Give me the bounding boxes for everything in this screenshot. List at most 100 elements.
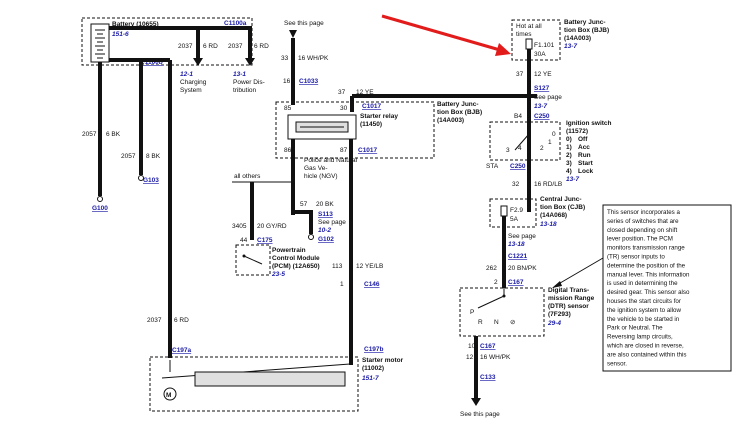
see-this-page-top: See this page bbox=[284, 20, 324, 27]
dtr-title-l4: (7F293) bbox=[548, 311, 571, 318]
connector-c197b[interactable]: C197b bbox=[364, 346, 384, 353]
connector-c250-top[interactable]: C250 bbox=[534, 113, 550, 120]
note-line: determine the position of the bbox=[607, 262, 686, 269]
note-line: closed depending on shift bbox=[607, 227, 677, 234]
connector-c146[interactable]: C146 bbox=[364, 281, 380, 288]
bjb-w37: 37 bbox=[516, 71, 524, 78]
charging-l1: Charging bbox=[180, 79, 207, 86]
relay-title-l1: Starter relay bbox=[360, 113, 398, 120]
wire-2057a-num: 2057 bbox=[82, 131, 97, 138]
bjb-hot-l2: times bbox=[516, 31, 532, 38]
bjb-hot-l1: Hot at all bbox=[516, 23, 542, 30]
ign-s4: Lock bbox=[578, 168, 594, 175]
starter-motor-symbol bbox=[163, 387, 177, 401]
note-line: series of switches that are bbox=[607, 218, 679, 225]
wire-262-color: 20 BN/PK bbox=[508, 265, 537, 272]
bjb-mid-title-l3: (14A003) bbox=[437, 117, 464, 124]
connector-c250-bottom[interactable]: C250 bbox=[510, 163, 526, 170]
ground-g102-symbol bbox=[308, 234, 314, 240]
ignition-switch-box[interactable] bbox=[489, 121, 561, 161]
s113-see-page: See page bbox=[318, 219, 346, 226]
ign-n3: 3 bbox=[506, 147, 510, 154]
splice-s127[interactable]: S127 bbox=[534, 85, 550, 92]
dtr-pin-12: 12 bbox=[466, 354, 474, 361]
ign-p0: 0) bbox=[566, 136, 572, 143]
bjb-mid-w37-color: 12 YE bbox=[356, 89, 374, 96]
connector-c167-top[interactable]: C167 bbox=[508, 279, 524, 286]
note-pointer-line bbox=[554, 257, 604, 287]
note-line: lever position. The PCM bbox=[607, 236, 673, 243]
note-line: manual lever. This information bbox=[607, 271, 690, 278]
dtr-see-this-page: See this page bbox=[460, 411, 500, 418]
dtr-sensor-box[interactable] bbox=[459, 287, 545, 337]
battery-symbol bbox=[90, 23, 110, 63]
bjb-fuse: F1.101 bbox=[534, 42, 555, 49]
bjb-right-title-l2: tion Box (BJB) bbox=[564, 27, 609, 34]
relay-pin-30: 30 bbox=[340, 105, 348, 112]
starter-motor-box[interactable] bbox=[149, 356, 359, 412]
connector-c1100b[interactable]: C1100b bbox=[140, 59, 163, 66]
note-box bbox=[602, 204, 732, 372]
ground-g100[interactable]: G100 bbox=[92, 205, 108, 212]
pcm-l3: (PCM) (12A650) bbox=[272, 263, 320, 270]
pcm-l1: Powertrain bbox=[272, 247, 306, 254]
s127-ref: 13-7 bbox=[534, 103, 547, 110]
splice-s113[interactable]: S113 bbox=[318, 211, 333, 218]
connector-c167-bottom[interactable]: C167 bbox=[480, 343, 496, 350]
ign-pin-b4: B4 bbox=[514, 113, 522, 120]
pcm-dashed-box[interactable] bbox=[235, 244, 271, 276]
connector-c1017-bottom[interactable]: C1017 bbox=[358, 147, 378, 154]
wire-113-num: 113 bbox=[332, 263, 343, 270]
note-line: are also contained within this bbox=[607, 351, 686, 358]
dtr-contact-arm bbox=[477, 295, 505, 309]
relay-pin-87: 87 bbox=[340, 147, 348, 154]
power-l1: Power Dis- bbox=[233, 79, 265, 86]
wire-2057b-color: 8 BK bbox=[146, 153, 161, 160]
ngv-all-others: all others bbox=[234, 173, 261, 180]
connector-c133[interactable]: C133 bbox=[480, 374, 496, 381]
battery-ref: 151-6 bbox=[112, 31, 129, 38]
cjb-dashed-box[interactable] bbox=[489, 198, 537, 228]
wire-32-num: 32 bbox=[512, 181, 520, 188]
s113-ref: 10-2 bbox=[318, 227, 331, 234]
note-line: houses the start circuits for bbox=[607, 298, 681, 305]
connector-c175[interactable]: C175 bbox=[257, 237, 273, 244]
ign-part: (11572) bbox=[566, 128, 588, 135]
ign-sta: STA bbox=[486, 163, 499, 170]
relay-pin-86: 86 bbox=[284, 147, 292, 154]
bjb-right-title-l1: Battery Junc- bbox=[564, 19, 606, 26]
ngv-l1: Police and Natural bbox=[304, 157, 358, 164]
bjb-amps: 30A bbox=[534, 51, 546, 58]
connector-c1100a[interactable]: C1100a bbox=[224, 20, 247, 27]
wire-2037b-num: 2037 bbox=[228, 43, 243, 50]
dtr-title-l3: (DTR) sensor bbox=[548, 303, 589, 310]
wire-2037c-num: 2037 bbox=[147, 317, 162, 324]
ground-g103-symbol bbox=[138, 175, 144, 181]
bjb-mid-dashed-box bbox=[275, 101, 435, 159]
ground-g102[interactable]: G102 bbox=[318, 236, 334, 243]
battery-title: Battery (10655) bbox=[112, 21, 159, 28]
charging-ref: 12-1 bbox=[180, 71, 193, 78]
note-line: the vehicle to be started in bbox=[607, 316, 680, 323]
ground-g100-symbol bbox=[97, 196, 103, 202]
arrow-from-see-page bbox=[289, 30, 297, 38]
wire-33-color: 16 WH/PK bbox=[298, 55, 329, 62]
ign-ref: 13-7 bbox=[566, 176, 579, 183]
dtr-d: ⊘ bbox=[510, 319, 516, 326]
connector-c1033[interactable]: C1033 bbox=[299, 78, 319, 85]
bjb-mid-w37: 37 bbox=[338, 89, 346, 96]
cjb-see-page: See page bbox=[508, 233, 536, 240]
pcm-pin-44: 44 bbox=[240, 237, 248, 244]
highlight-arrow-red bbox=[381, 14, 511, 56]
bjb-right-dashed-box[interactable] bbox=[511, 19, 561, 61]
connector-c197a[interactable]: C197a bbox=[172, 347, 192, 354]
connector-c1221[interactable]: C1221 bbox=[508, 253, 528, 260]
cjb-see-ref: 13-18 bbox=[508, 241, 525, 248]
ign-s0: Off bbox=[578, 136, 588, 143]
starter-solenoid-contact bbox=[161, 363, 351, 379]
connector-c1017-top[interactable]: C1017 bbox=[362, 103, 382, 110]
wire-2037b-color: 6 RD bbox=[254, 43, 269, 50]
ground-g103[interactable]: G103 bbox=[143, 177, 159, 184]
relay-title-l2: (11450) bbox=[360, 121, 382, 128]
ign-s3: Start bbox=[578, 160, 594, 167]
